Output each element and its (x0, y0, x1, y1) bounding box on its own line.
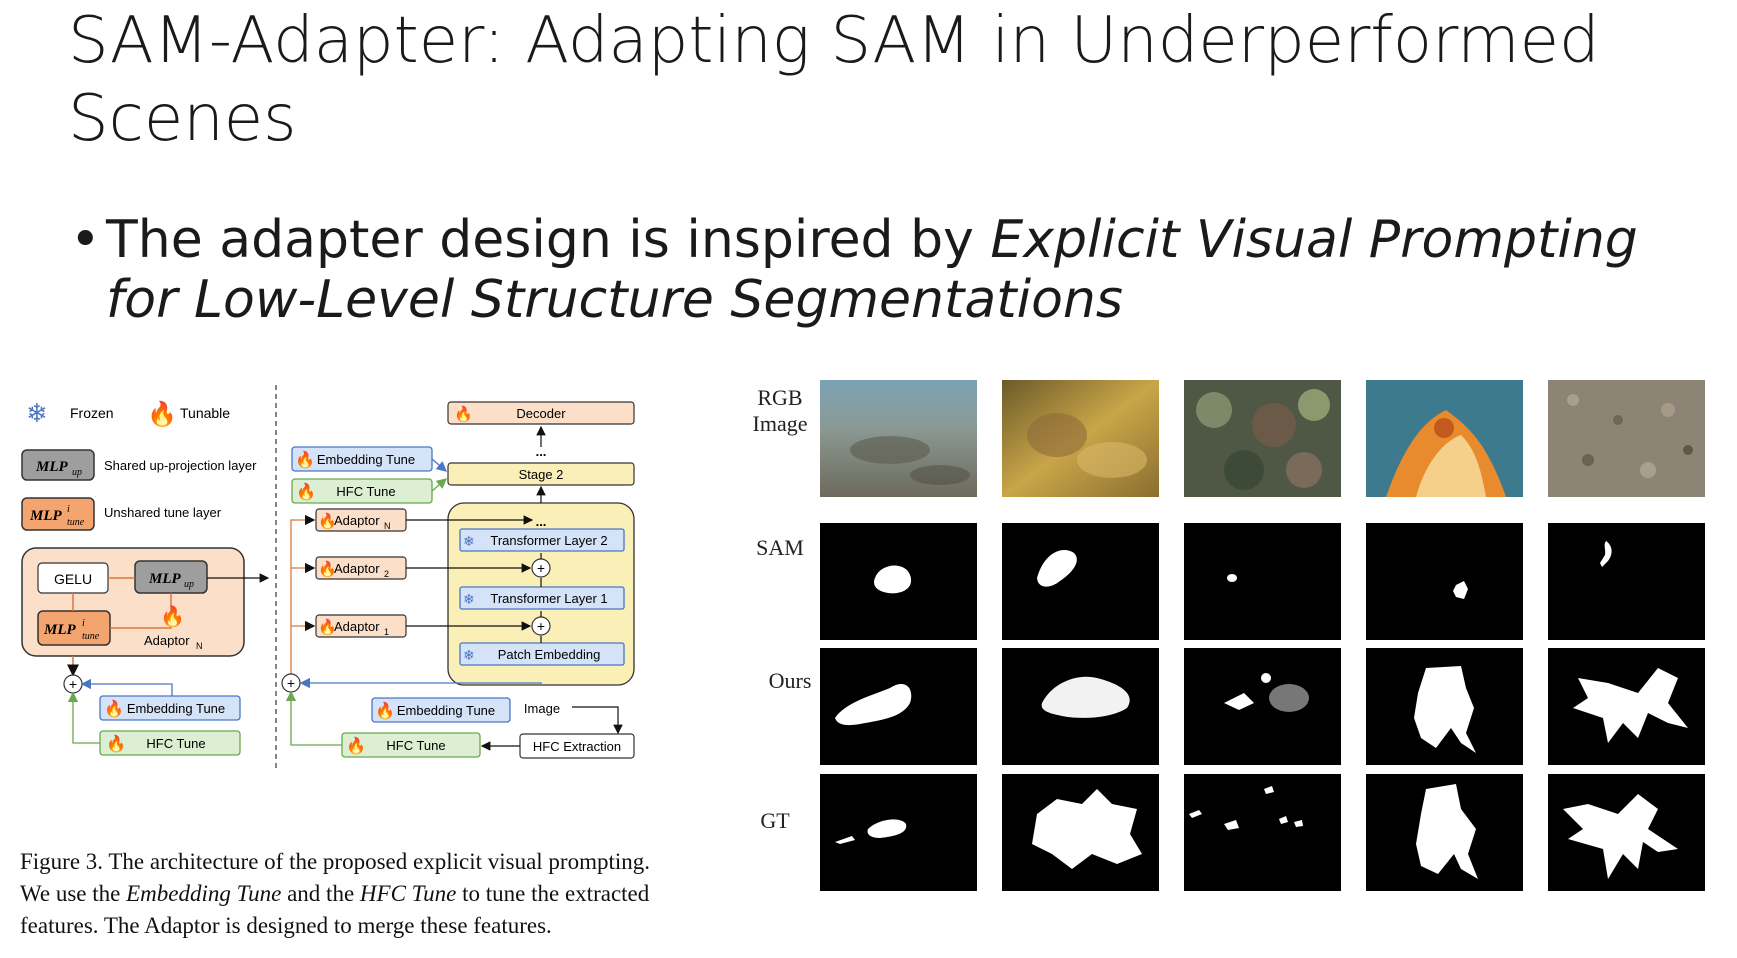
figure-caption: Figure 3. The architecture of the propos… (20, 846, 730, 942)
row-label-gt: GT (760, 808, 790, 833)
decoder-box: Decoder (516, 406, 566, 421)
caption-line-2: We use the Embedding Tune and the HFC Tu… (20, 881, 650, 906)
gt-mask-1 (820, 774, 977, 891)
gt-mask-2 (1002, 774, 1159, 891)
results-grid: RGB Image SAM Ours GT (720, 375, 1720, 945)
bottom-hfc-tune: HFC Tune (386, 738, 445, 753)
rgb-image-4 (1366, 380, 1523, 497)
adaptor-1-sub: 1 (384, 627, 389, 637)
snowflake-icon: ❄ (26, 398, 48, 428)
pe-snowflake-icon: ❄ (463, 647, 475, 663)
transformer-layer-1: Transformer Layer 1 (490, 591, 607, 606)
legend-mlp-up-desc: Shared up-projection layer (104, 458, 257, 473)
detail-mlp-up-sub: up (184, 579, 194, 590)
decoder-dots: ... (536, 444, 547, 459)
top-hfc-flame-icon: 🔥 (296, 482, 316, 501)
adaptor-n-flame-icon: 🔥 (318, 512, 337, 530)
flame-icon: 🔥 (147, 400, 177, 428)
caption-line-3: features. The Adaptor is designed to mer… (20, 913, 552, 938)
gelu-box: GELU (54, 571, 92, 587)
detail-flame-icon: 🔥 (160, 604, 185, 628)
legend-mlp-tune-sub: tune (67, 517, 85, 528)
ours-mask-2 (1002, 648, 1159, 765)
sam-mask-2 (1002, 523, 1159, 640)
detail-mlp-tune: MLP (43, 622, 77, 638)
detail-emb-flame-icon: 🔥 (104, 699, 124, 718)
row-label-sam: SAM (756, 535, 804, 560)
bottom-embedding-tune: Embedding Tune (397, 703, 495, 718)
legend-mlp-tune: MLP (29, 508, 63, 524)
architecture-figure: ❄ Frozen 🔥 Tunable MLP up Shared up-proj… (12, 385, 732, 825)
adaptor-2-sub: 2 (384, 569, 389, 579)
legend-mlp-up: MLP (35, 459, 69, 475)
caption-line-1: Figure 3. The architecture of the propos… (20, 849, 650, 874)
bullet-prefix: The adapter design is inspired by (106, 210, 991, 270)
row-label-ours: Ours (768, 668, 812, 693)
bullet-dot: • (70, 210, 101, 270)
plus-icon-1: + (537, 618, 545, 634)
legend-mlp-tune-desc: Unshared tune layer (104, 505, 222, 520)
adaptor-n-sub: N (384, 521, 391, 531)
rgb-image-1 (820, 380, 977, 497)
legend-mlp-tune-sup: i (67, 504, 70, 515)
adaptor-n: Adaptor (334, 513, 380, 528)
legend-tunable: Tunable (180, 405, 230, 421)
adaptor-2: Adaptor (334, 561, 380, 576)
legend: ❄ Frozen 🔥 Tunable MLP up Shared up-proj… (21, 398, 257, 531)
rgb-image-2 (1002, 380, 1159, 497)
bullet-paper-title: Explicit Visual Prompting for Low-Level … (106, 210, 1638, 330)
rgb-image-5 (1548, 380, 1705, 497)
detail-mlp-tune-sub: tune (82, 631, 100, 642)
adaptor-detail: GELU MLP up MLP i tune 🔥 Adaptor N + 🔥 E… (21, 547, 270, 756)
hfc-extraction: HFC Extraction (533, 739, 621, 754)
stage2-box: Stage 2 (519, 467, 564, 482)
bottom-hfc-flame-icon: 🔥 (346, 736, 366, 755)
decoder-flame-icon: 🔥 (454, 405, 473, 423)
image-label: Image (524, 701, 560, 716)
adaptor-2-flame-icon: 🔥 (318, 560, 337, 578)
detail-adaptor-sub: N (196, 641, 203, 651)
ours-mask-3 (1184, 648, 1341, 765)
patch-embedding: Patch Embedding (498, 647, 601, 662)
rgb-image-3 (1184, 380, 1341, 497)
gt-mask-5 (1548, 774, 1705, 891)
top-hfc-tune: HFC Tune (336, 484, 395, 499)
top-embedding-tune: Embedding Tune (317, 452, 415, 467)
t2-snowflake-icon: ❄ (463, 533, 475, 549)
detail-plus-icon: + (69, 676, 77, 692)
legend-frozen: Frozen (70, 405, 114, 421)
transformer-layer-2: Transformer Layer 2 (490, 533, 607, 548)
detail-mlp-tune-sup: i (82, 618, 85, 629)
ours-mask-5 (1548, 648, 1705, 765)
detail-adaptor-label: Adaptor (144, 633, 190, 648)
pipeline-plus-icon: + (287, 675, 295, 691)
inner-dots: ... (536, 514, 547, 529)
sam-mask-5 (1548, 523, 1705, 640)
adaptor-1-flame-icon: 🔥 (318, 618, 337, 636)
ours-mask-4 (1366, 648, 1523, 765)
bottom-emb-flame-icon: 🔥 (375, 701, 395, 720)
ours-mask-1 (820, 648, 977, 765)
detail-hfc-flame-icon: 🔥 (106, 734, 126, 753)
legend-mlp-up-sub: up (72, 467, 82, 478)
gt-mask-3 (1184, 774, 1341, 891)
top-emb-flame-icon: 🔥 (295, 450, 315, 469)
gt-mask-4 (1366, 774, 1523, 891)
sam-mask-1 (820, 523, 977, 640)
bullet-text: The adapter design is inspired by Explic… (106, 210, 1686, 330)
detail-mlp-up: MLP (148, 571, 182, 587)
adaptor-1: Adaptor (334, 619, 380, 634)
sam-mask-3 (1184, 523, 1341, 640)
detail-embedding-tune: Embedding Tune (127, 701, 225, 716)
plus-icon-2: + (537, 560, 545, 576)
slide-title: SAM-Adapter: Adapting SAM in Underperfor… (68, 4, 1600, 156)
t1-snowflake-icon: ❄ (463, 591, 475, 607)
detail-hfc-tune: HFC Tune (146, 736, 205, 751)
pipeline: 🔥 Decoder ... Stage 2 🔥 Embedding Tune 🔥… (281, 401, 635, 759)
sam-mask-4 (1366, 523, 1523, 640)
